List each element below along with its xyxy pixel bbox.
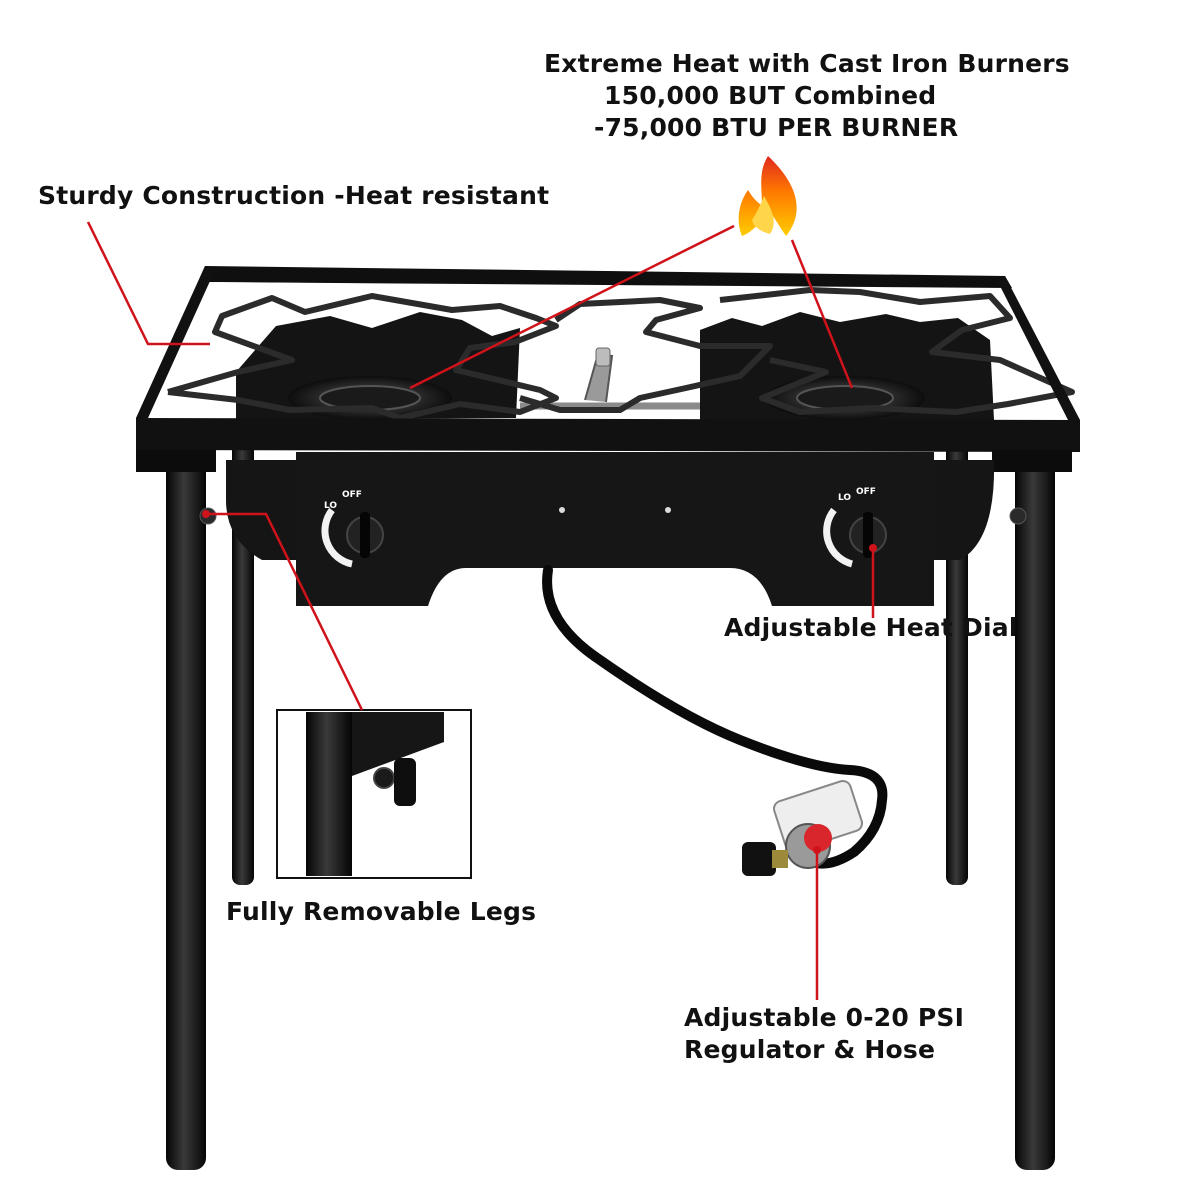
callout-leaders: [86, 221, 875, 1000]
callout-heat: Extreme Heat with Cast Iron Burners 150,…: [544, 48, 1070, 144]
callout-legs: Fully Removable Legs: [226, 897, 537, 926]
gas-hose: [542, 565, 888, 869]
back-leg-left: [232, 440, 254, 885]
callout-heat-line3: -75,000 BTU PER BURNER: [594, 113, 959, 142]
callout-regulator-line2: Regulator & Hose: [684, 1035, 936, 1064]
control-panel: [296, 452, 934, 606]
leg-detail-inset: [276, 709, 472, 879]
front-leg-left: [166, 440, 206, 1170]
callout-heat-line1: Extreme Heat with Cast Iron Burners: [544, 49, 1070, 78]
frame-left-rim: [136, 266, 215, 418]
leader-heat-right: [790, 239, 854, 389]
front-leg-right: [1015, 440, 1055, 1170]
leader-construction: [86, 221, 210, 346]
callout-dial: Adjustable Heat Dial: [724, 613, 1018, 642]
flame-icon: [738, 156, 797, 236]
callout-heat-line2: 150,000 BUT Combined: [604, 81, 937, 110]
pot-support-grates: [167, 287, 1075, 421]
callout-regulator: Adjustable 0-20 PSI Regulator & Hose: [684, 1002, 964, 1066]
leader-heat-left: [409, 224, 735, 390]
frame-right-rim: [998, 276, 1080, 420]
callout-regulator-line1: Adjustable 0-20 PSI: [684, 1003, 965, 1032]
leader-legs: [206, 512, 364, 711]
callout-construction: Sturdy Construction -Heat resistant: [38, 181, 550, 210]
frame-front-rim: [136, 418, 1080, 452]
knob-left-lo: LO: [324, 501, 337, 511]
regulator: [742, 779, 863, 876]
knob-right-lo: LO: [838, 493, 851, 503]
knob-right-off: OFF: [856, 487, 876, 497]
knob-left-off: OFF: [342, 490, 362, 500]
